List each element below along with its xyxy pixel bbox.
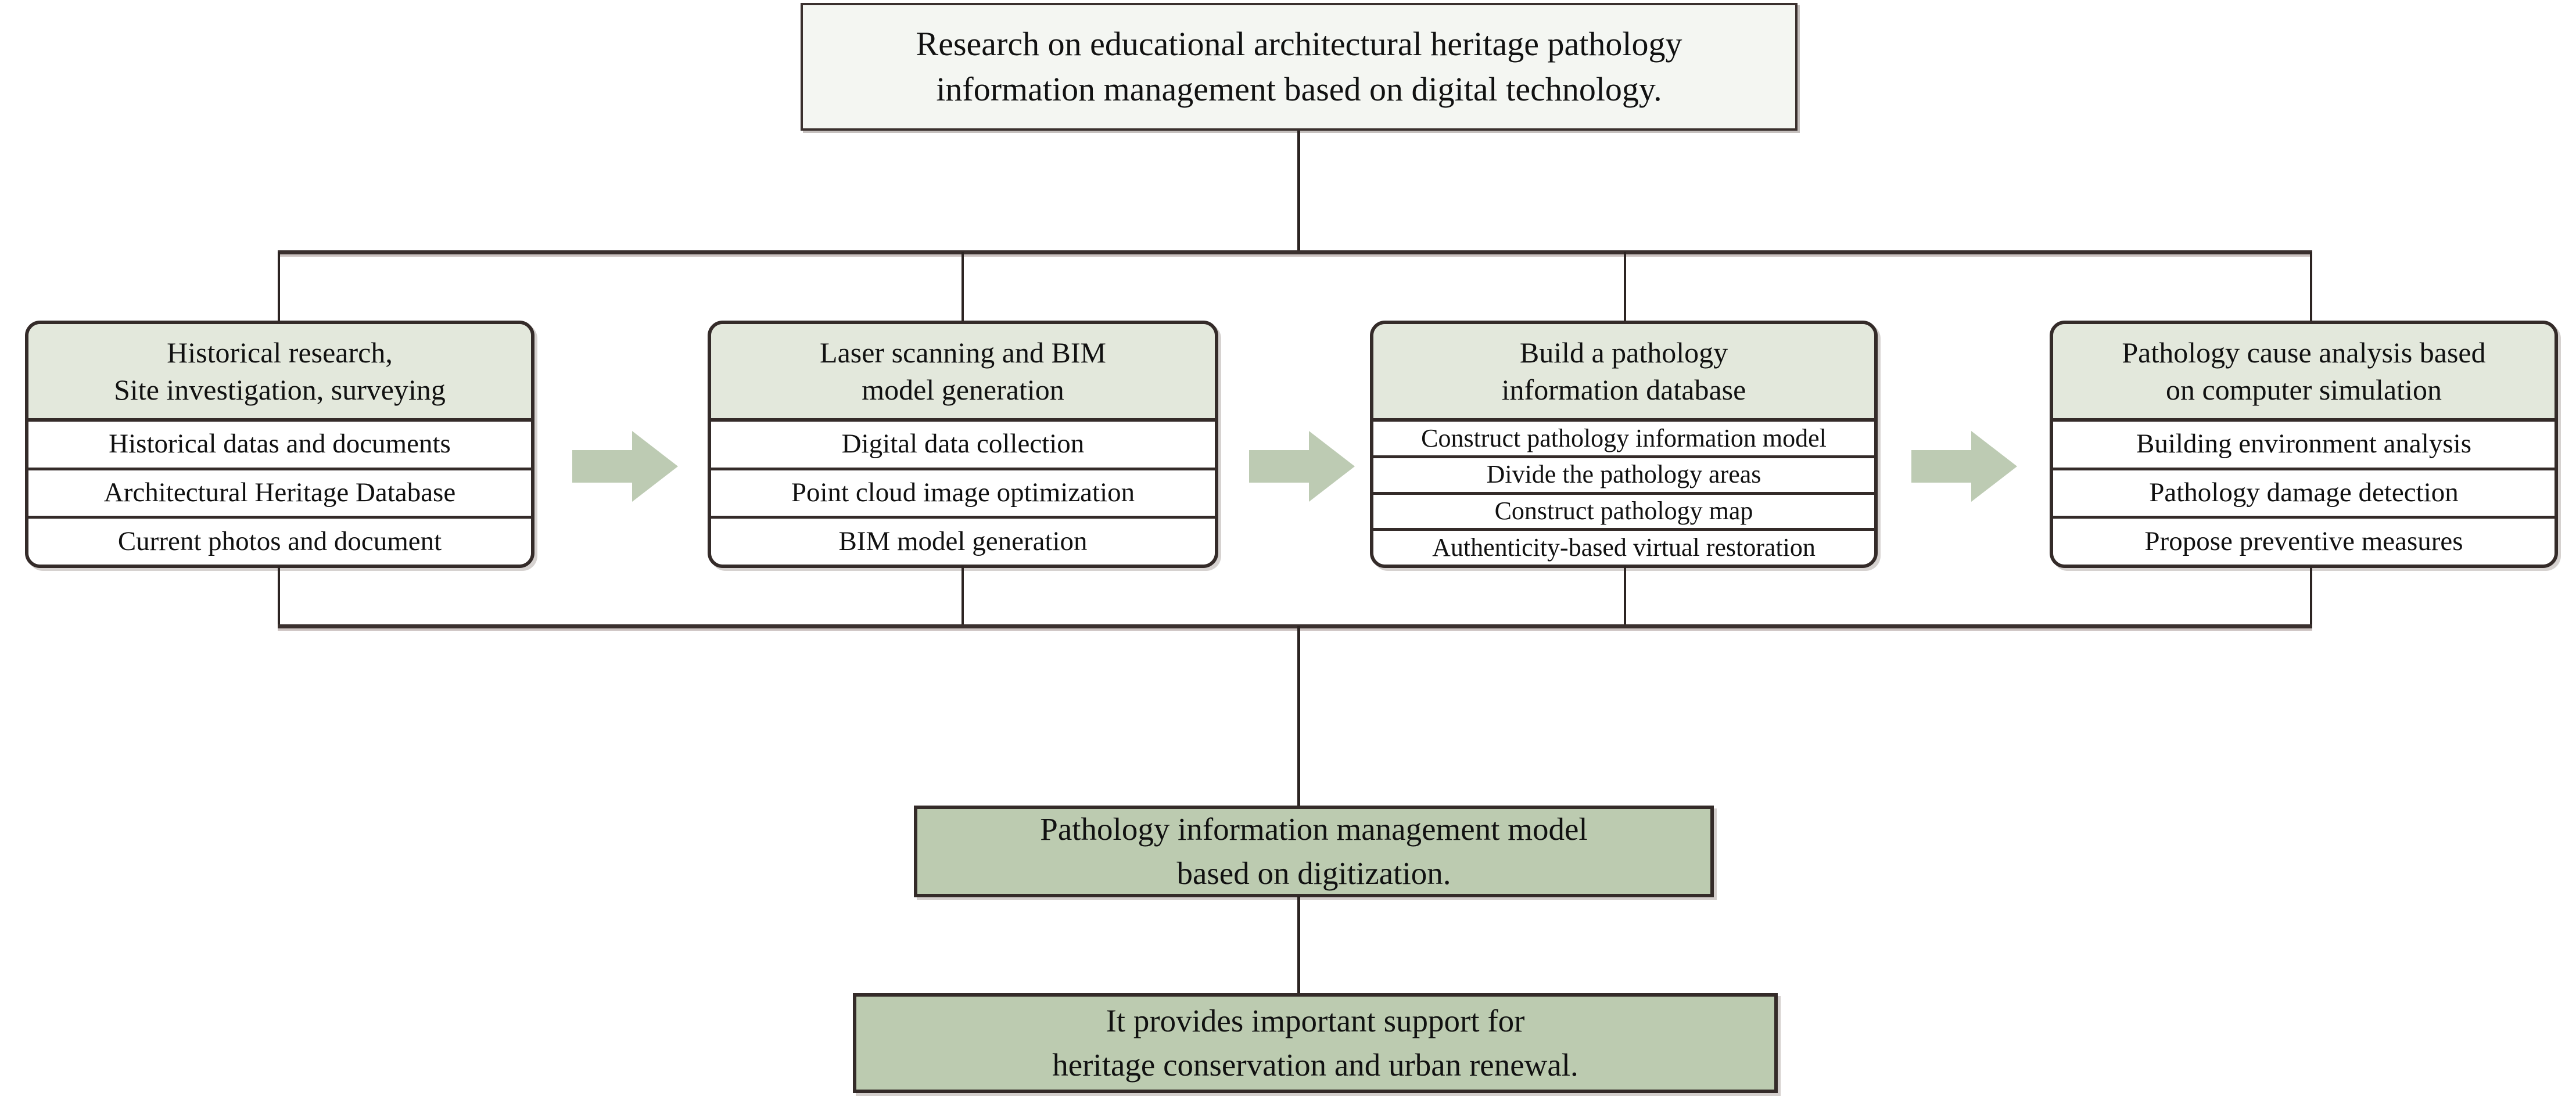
arrow-right-icon [1249,431,1355,502]
stage-3-header-line-1: Build a pathology [1519,336,1728,369]
stage-2-row-2[interactable]: Point cloud image optimization [711,470,1215,519]
connector-stage-3-to-bus [1624,566,1626,628]
outcome-2-line-1: It provides important support for [1106,1003,1525,1039]
stage-2-row-3[interactable]: BIM model generation [711,519,1215,565]
stage-3-row-2[interactable]: Divide the pathology areas [1373,458,1874,495]
stage-1-header: Historical research, Site investigation,… [28,324,531,422]
stage-historical-research[interactable]: Historical research, Site investigation,… [25,321,534,568]
connector-top-bus [278,250,2312,254]
outcome-1-text: Pathology information management model b… [1040,807,1587,896]
connector-bus-to-stage-2 [961,252,964,322]
connector-title-to-bus [1297,131,1300,254]
connector-bus-to-outcome-1 [1297,626,1300,807]
stage-pathology-database[interactable]: Build a pathology information database C… [1370,321,1878,568]
stage-1-row-2[interactable]: Architectural Heritage Database [28,470,531,519]
stage-1-row-3[interactable]: Current photos and document [28,519,531,565]
stage-3-row-3[interactable]: Construct pathology map [1373,494,1874,531]
stage-2-header-line-2: model generation [862,373,1064,406]
outcome-2-line-2: heritage conservation and urban renewal. [1052,1047,1578,1083]
stage-laser-scanning-bim[interactable]: Laser scanning and BIM model generation … [708,321,1218,568]
stage-2-rows: Digital data collection Point cloud imag… [711,422,1215,565]
outcome-1-line-1: Pathology information management model [1040,811,1588,847]
stage-2-header: Laser scanning and BIM model generation [711,324,1215,422]
arrow-right-icon [1911,431,2017,502]
stage-pathology-cause-analysis[interactable]: Pathology cause analysis based on comput… [2050,321,2558,568]
research-title-line-2: information management based on digital … [936,70,1662,108]
stage-4-row-2[interactable]: Pathology damage detection [2053,470,2555,519]
research-title-box: Research on educational architectural he… [801,3,1798,131]
stage-3-rows: Construct pathology information model Di… [1373,422,1874,565]
outcome-support-statement-box: It provides important support for herita… [853,993,1778,1093]
stage-1-rows: Historical datas and documents Architect… [28,422,531,565]
connector-stage-4-to-bus [2310,566,2312,628]
connector-bus-to-stage-4 [2310,252,2312,322]
stage-3-row-4[interactable]: Authenticity-based virtual restoration [1373,531,1874,565]
stage-1-header-line-1: Historical research, [167,336,393,369]
stage-3-header-line-2: information database [1501,373,1746,406]
stage-1-header-line-2: Site investigation, surveying [114,373,446,406]
connector-outcome-1-to-outcome-2 [1297,896,1300,995]
outcome-2-text: It provides important support for herita… [1052,999,1578,1087]
stage-4-header: Pathology cause analysis based on comput… [2053,324,2555,422]
stage-2-header-line-1: Laser scanning and BIM [820,336,1106,369]
arrow-right-icon [572,431,678,502]
stage-4-header-line-2: on computer simulation [2166,373,2442,406]
stage-4-header-line-1: Pathology cause analysis based [2122,336,2486,369]
stage-4-rows: Building environment analysis Pathology … [2053,422,2555,565]
connector-stage-2-to-bus [961,566,964,628]
connector-bus-to-stage-1 [278,252,280,322]
stage-1-row-1[interactable]: Historical datas and documents [28,422,531,470]
outcome-management-model-box: Pathology information management model b… [914,806,1714,897]
outcome-1-line-2: based on digitization. [1176,855,1451,891]
stage-4-row-1[interactable]: Building environment analysis [2053,422,2555,470]
stage-4-row-3[interactable]: Propose preventive measures [2053,519,2555,565]
stage-3-row-1[interactable]: Construct pathology information model [1373,422,1874,458]
connector-stage-1-to-bus [278,566,280,628]
research-title-text: Research on educational architectural he… [916,21,1682,113]
connector-bus-to-stage-3 [1624,252,1626,322]
stage-3-header: Build a pathology information database [1373,324,1874,422]
connector-bottom-bus [278,624,2312,628]
research-title-line-1: Research on educational architectural he… [916,24,1682,63]
stage-2-row-1[interactable]: Digital data collection [711,422,1215,470]
